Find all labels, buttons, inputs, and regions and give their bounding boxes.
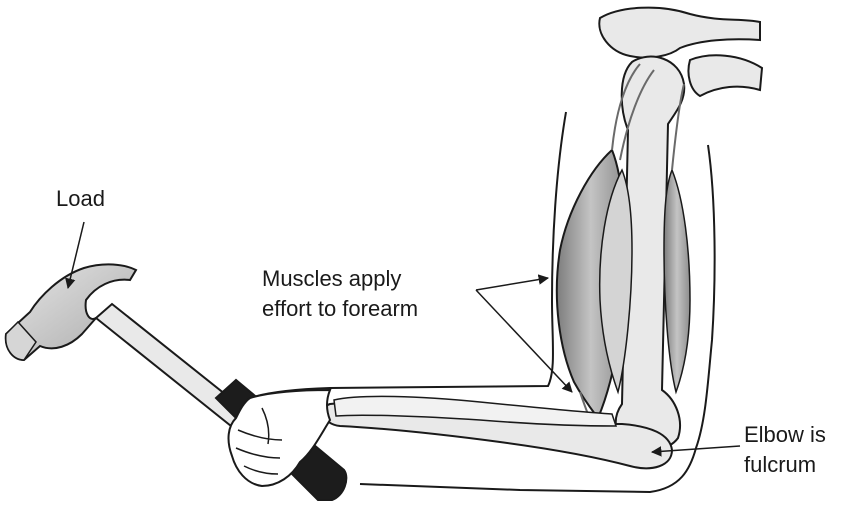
radius-bone: [333, 395, 618, 427]
elbow-arrow: [650, 445, 741, 457]
hand: [227, 388, 332, 488]
elbow-label-line1: Elbow is: [744, 422, 826, 447]
hammer-handle: [94, 302, 252, 432]
hammer-face: [5, 320, 37, 361]
load-arrow: [65, 221, 85, 290]
elbow-label-line2: fulcrum: [744, 452, 817, 477]
hand-fingers: [235, 407, 283, 475]
muscles-label-line2: effort to forearm: [262, 296, 419, 321]
muscles-arrow-upper: [475, 274, 550, 291]
biceps-tendon-upper: [611, 63, 655, 161]
triceps-tendon: [671, 83, 685, 171]
scapula: [598, 6, 761, 59]
load-label: Load: [56, 186, 105, 211]
muscles-label-line1: Muscles apply: [262, 266, 402, 291]
clavicle: [687, 54, 764, 98]
hammer-head: [4, 263, 138, 362]
biceps-inner-muscle: [598, 168, 633, 395]
muscles-arrow-lower: [475, 289, 573, 393]
triceps-muscle: [663, 167, 691, 395]
